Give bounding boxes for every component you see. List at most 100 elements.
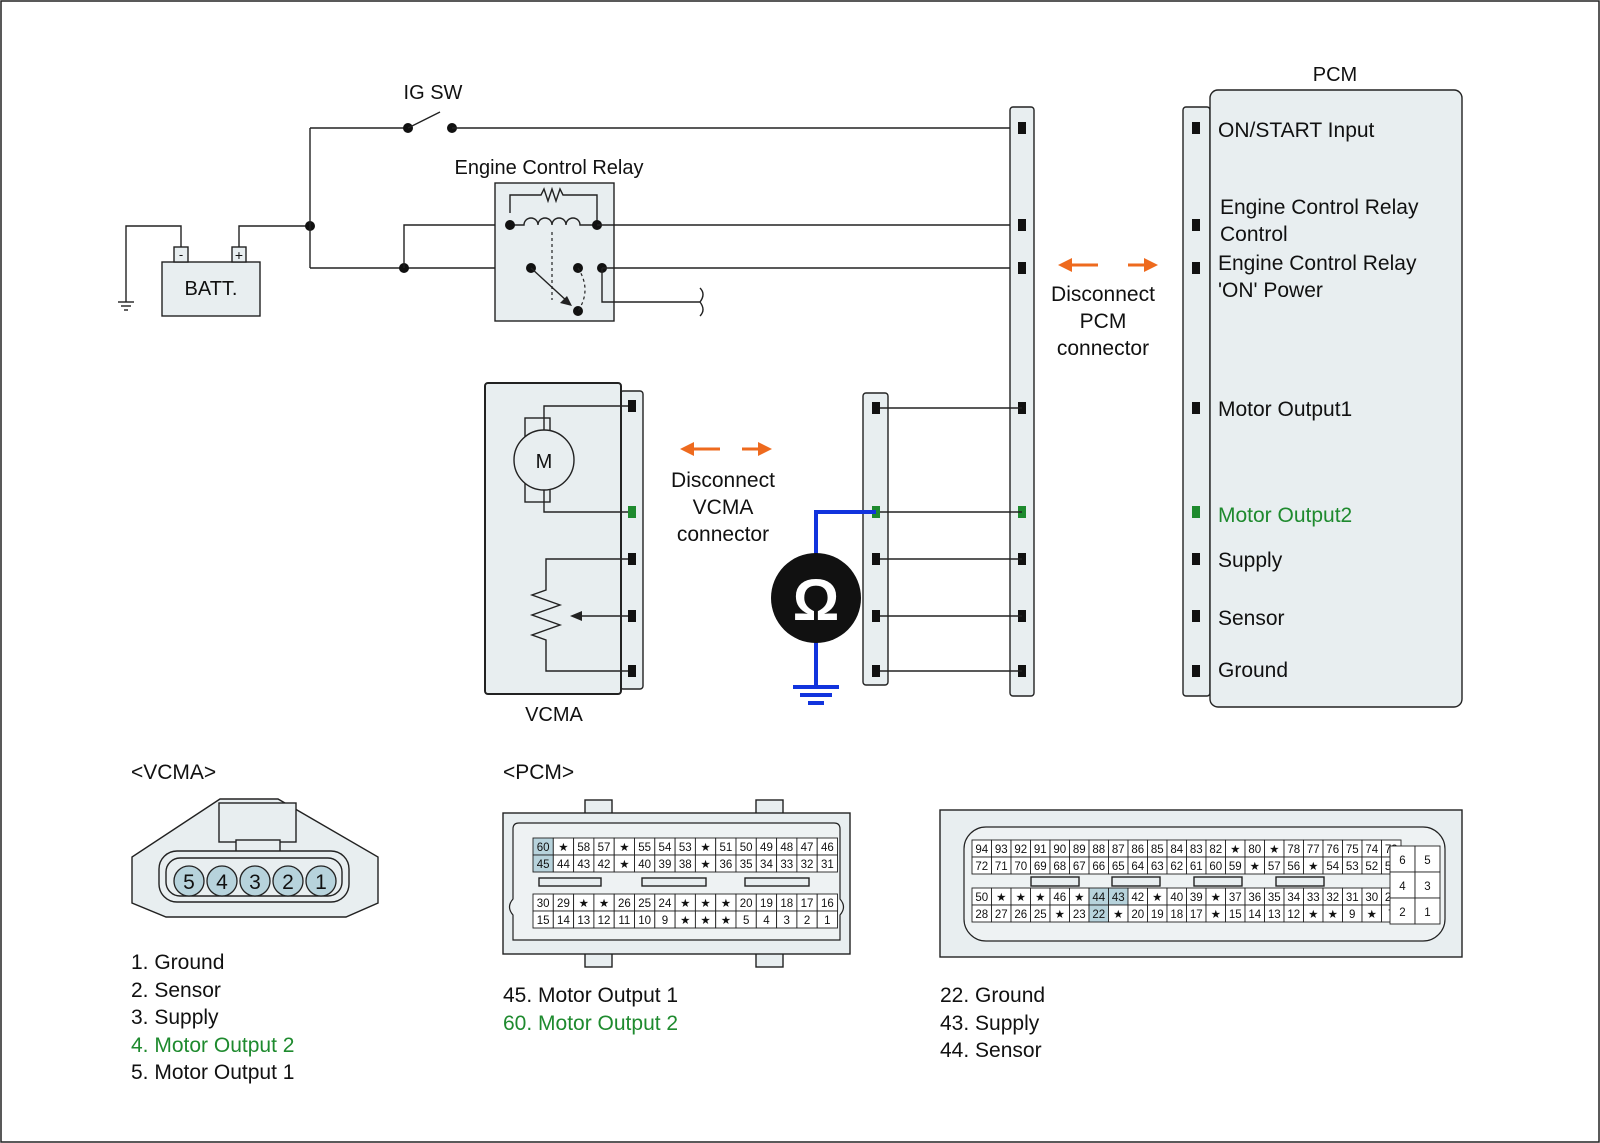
vcma-connector-pin-label: 2: [282, 871, 294, 894]
pcm-b-pin-label: 56: [1287, 861, 1300, 873]
pcm-b-pin-label: 37: [1229, 892, 1242, 904]
pcm-b-pin-label: ★: [1211, 892, 1221, 904]
vcma-module: VCMA M: [484, 382, 644, 726]
pcm-b-pin-label: 61: [1190, 861, 1203, 873]
vcma-legend-item: 2. Sensor: [131, 978, 221, 1002]
pcm-b-pin-label: 25: [1034, 909, 1047, 921]
pcm-terminals: [1018, 122, 1200, 677]
pcm-b-pin-label: 92: [1014, 844, 1027, 856]
pcm-a-pin-label: 32: [801, 859, 814, 871]
engine-control-relay: Engine Control Relay: [455, 157, 644, 322]
pcm-b-pin-label: 94: [975, 844, 988, 856]
pcm-a-pin-label: 30: [537, 898, 550, 910]
pcm-a-pin-label: 2: [804, 915, 810, 927]
pcm-b-pin-label: ★: [1308, 909, 1318, 921]
vcma-terminal: [628, 665, 636, 677]
pcm-b-side-pin-label: 3: [1424, 881, 1430, 893]
pcm-connector-body: [1182, 106, 1211, 697]
harness-terminal: [872, 665, 880, 677]
vcma-connector-pin-label: 3: [249, 871, 261, 894]
pcm-terminal: [1192, 553, 1200, 565]
vcma-pin-legend: 1. Ground 2. Sensor 3. Supply 4. Motor O…: [131, 949, 294, 1087]
potentiometer-icon: [529, 558, 632, 672]
pcm-a-pin-label: ★: [619, 842, 629, 854]
pcm-connector-title: <PCM>: [503, 761, 574, 784]
pcm-a-pin-label: 16: [821, 898, 834, 910]
pcm-b-pin-label: 54: [1326, 861, 1339, 873]
pcm-terminal: [1192, 402, 1200, 414]
pcm-b-pin-label: 65: [1112, 861, 1125, 873]
pcm-a-pin-label: 58: [577, 842, 590, 854]
pcm-b-pin-label: 22: [1092, 909, 1105, 921]
pcm-a-pin-legend: 45. Motor Output 1 60. Motor Output 2: [503, 982, 678, 1037]
pcm-b-side-pin-cell: [1414, 845, 1441, 873]
pcm-b-pin-label: ★: [1055, 909, 1065, 921]
vcma-connector-pin-label: 5: [183, 871, 195, 894]
pcm-a-pin-label: ★: [680, 915, 690, 927]
vcma-connector-pin-label: 4: [216, 871, 228, 894]
pcm-a-pin-label: 50: [740, 842, 753, 854]
vcma-connector-face: [131, 798, 379, 918]
pcm-a-pin-label: 55: [638, 842, 651, 854]
pcm-b-pin-label: 64: [1131, 861, 1144, 873]
pcm-terminal: [1192, 122, 1200, 134]
battery-label: BATT.: [185, 278, 238, 300]
pcm-a-pin-label: 24: [659, 898, 672, 910]
pcm-a-pin-label: ★: [599, 898, 609, 910]
pcm-a-pin-label: 4: [763, 915, 770, 927]
vcma-terminal: [628, 553, 636, 565]
pcm-pin-relay-control-1: Engine Control Relay: [1220, 196, 1419, 219]
pcm-b-pin-label: 31: [1346, 892, 1359, 904]
pcm-b-pin-label: 23: [1073, 909, 1086, 921]
pcm-b-pin-label: ★: [1074, 892, 1084, 904]
pcm-a-pin-label: 51: [719, 842, 732, 854]
pcm-b-pin-label: 17: [1190, 909, 1203, 921]
pcm-a-legend-item: 45. Motor Output 1: [503, 984, 679, 1007]
pcm-b-pin-label: 90: [1053, 844, 1066, 856]
pcm-a-pin-label: 3: [784, 915, 790, 927]
pcm-b-pin-label: 53: [1346, 861, 1359, 873]
pcm-b-side-pin-label: 6: [1399, 855, 1405, 867]
pcm-a-pin-label: 38: [679, 859, 692, 871]
pcm-a-pin-label: ★: [558, 842, 568, 854]
pcm-a-pin-label: 48: [780, 842, 793, 854]
pcm-a-pin-label: 33: [780, 859, 793, 871]
vcma-connector-pin: [239, 865, 271, 897]
pcm-a-pin-cell: [816, 910, 838, 929]
pcm-a-pin-label: 42: [598, 859, 611, 871]
pcm-b-pin-label: 80: [1248, 844, 1261, 856]
pcm-b-pin-label: 15: [1229, 909, 1242, 921]
harness-wires: [872, 402, 1022, 677]
battery-positive-wire: [238, 225, 310, 247]
pcm-b-pin-label: 91: [1034, 844, 1047, 856]
pcm-b-pin-label: 34: [1287, 892, 1300, 904]
pcm-b-pin-label: 88: [1092, 844, 1105, 856]
pcm-a-pin-label: 60: [537, 842, 550, 854]
pcm-a-pin-cell: [816, 854, 838, 873]
vcma-terminal: [628, 400, 636, 412]
vcma-terminal: [628, 506, 636, 518]
vcma-connector-title: <VCMA>: [131, 761, 216, 784]
pcm-b-pin-label: 72: [975, 861, 988, 873]
pcm-b-pin-label: ★: [996, 892, 1006, 904]
disconnect-pcm-line2: PCM: [1080, 310, 1127, 333]
pcm-b-pin-label: 33: [1307, 892, 1320, 904]
pcm-b-pin-label: 13: [1268, 909, 1281, 921]
pcm-a-pin-label: 26: [618, 898, 631, 910]
pcm-b-side-pin-cell: [1389, 871, 1416, 899]
pcm-b-pin-label: 35: [1268, 892, 1281, 904]
disconnect-pcm-line3: connector: [1057, 337, 1149, 360]
pcm-b-pin-label: ★: [1035, 892, 1045, 904]
pcm-b-pin-label: 18: [1170, 909, 1183, 921]
pcm-b-pin-label: 14: [1248, 909, 1261, 921]
pcm-b-pin-label: 30: [1365, 892, 1378, 904]
pcm-b-legend-item: 43. Supply: [940, 1011, 1040, 1035]
battery-ground-icon: [118, 225, 182, 311]
pcm-b-pin-label: 86: [1131, 844, 1144, 856]
pcm-a-pin-label: ★: [721, 898, 731, 910]
pcm-a-pin-label: 25: [638, 898, 651, 910]
pcm-b-legend-item: 22. Ground: [940, 984, 1046, 1007]
